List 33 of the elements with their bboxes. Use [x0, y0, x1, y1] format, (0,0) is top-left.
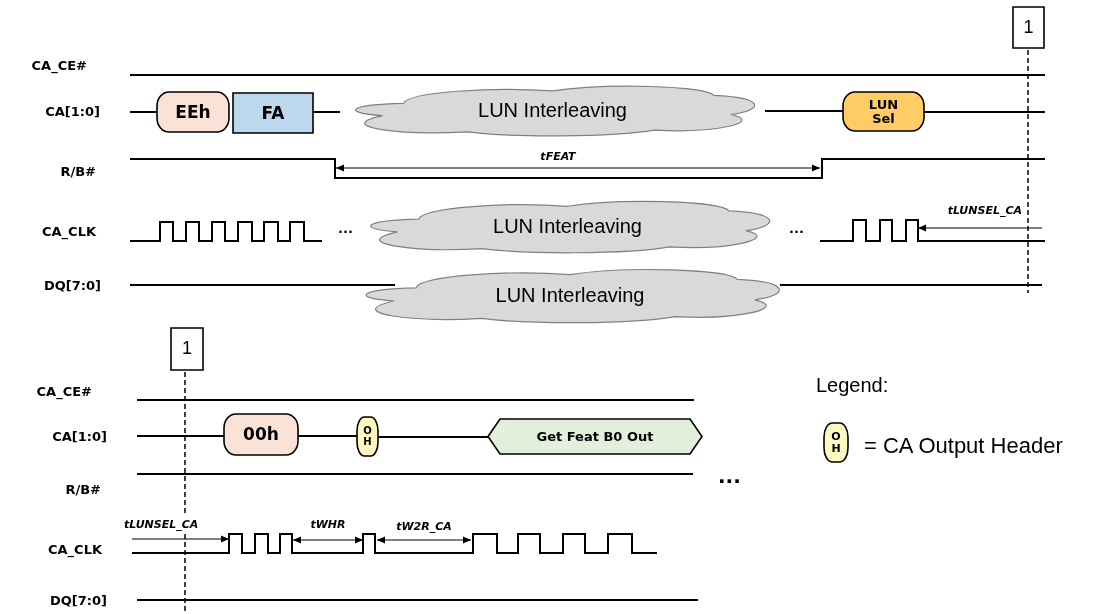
ellipsis: ... — [789, 221, 804, 237]
signal-name: DQ[7:0] — [49, 593, 107, 609]
signal-name: R/B# — [59, 164, 96, 180]
signal-name: CA_CE# — [30, 58, 87, 74]
node-text: LUN Sel — [868, 97, 899, 126]
timing-label: tW2R_CA — [396, 520, 452, 534]
signal-name: CA_CLK — [41, 224, 96, 240]
node-text: FA — [261, 102, 285, 124]
node-text: 1 — [182, 338, 192, 360]
node-text: O H — [831, 430, 841, 455]
ellipsis: ... — [718, 465, 741, 487]
node-text: EEh — [175, 101, 211, 123]
signal-name: CA[1:0] — [51, 429, 107, 445]
signal-name: DQ[7:0] — [43, 278, 101, 294]
signal-name: CA_CLK — [47, 542, 102, 558]
node-text: LUN Interleaving — [495, 283, 645, 307]
ellipsis: ... — [338, 221, 353, 237]
timing-label: tLUNSEL_CA — [946, 204, 1022, 218]
signal-name: R/B# — [64, 482, 101, 498]
node-text: O H — [363, 426, 372, 447]
signal-name: CA[1:0] — [44, 104, 100, 120]
legend-text: = CA Output Header — [864, 433, 1063, 459]
node-text: Get Feat B0 Out — [536, 428, 654, 445]
timing-label: tFEAT — [540, 150, 576, 164]
node-text: 1 — [1023, 16, 1034, 39]
legend-title: Legend: — [816, 373, 889, 397]
timing-label: tLUNSEL_CA — [124, 518, 199, 532]
node-text: LUN Interleaving — [493, 214, 642, 238]
node-text: LUN Interleaving — [478, 98, 627, 122]
bus-line — [764, 110, 844, 112]
signal-name: CA_CE# — [35, 384, 92, 400]
node-text: 00h — [243, 424, 279, 445]
timing-label: tWHR — [310, 518, 346, 532]
